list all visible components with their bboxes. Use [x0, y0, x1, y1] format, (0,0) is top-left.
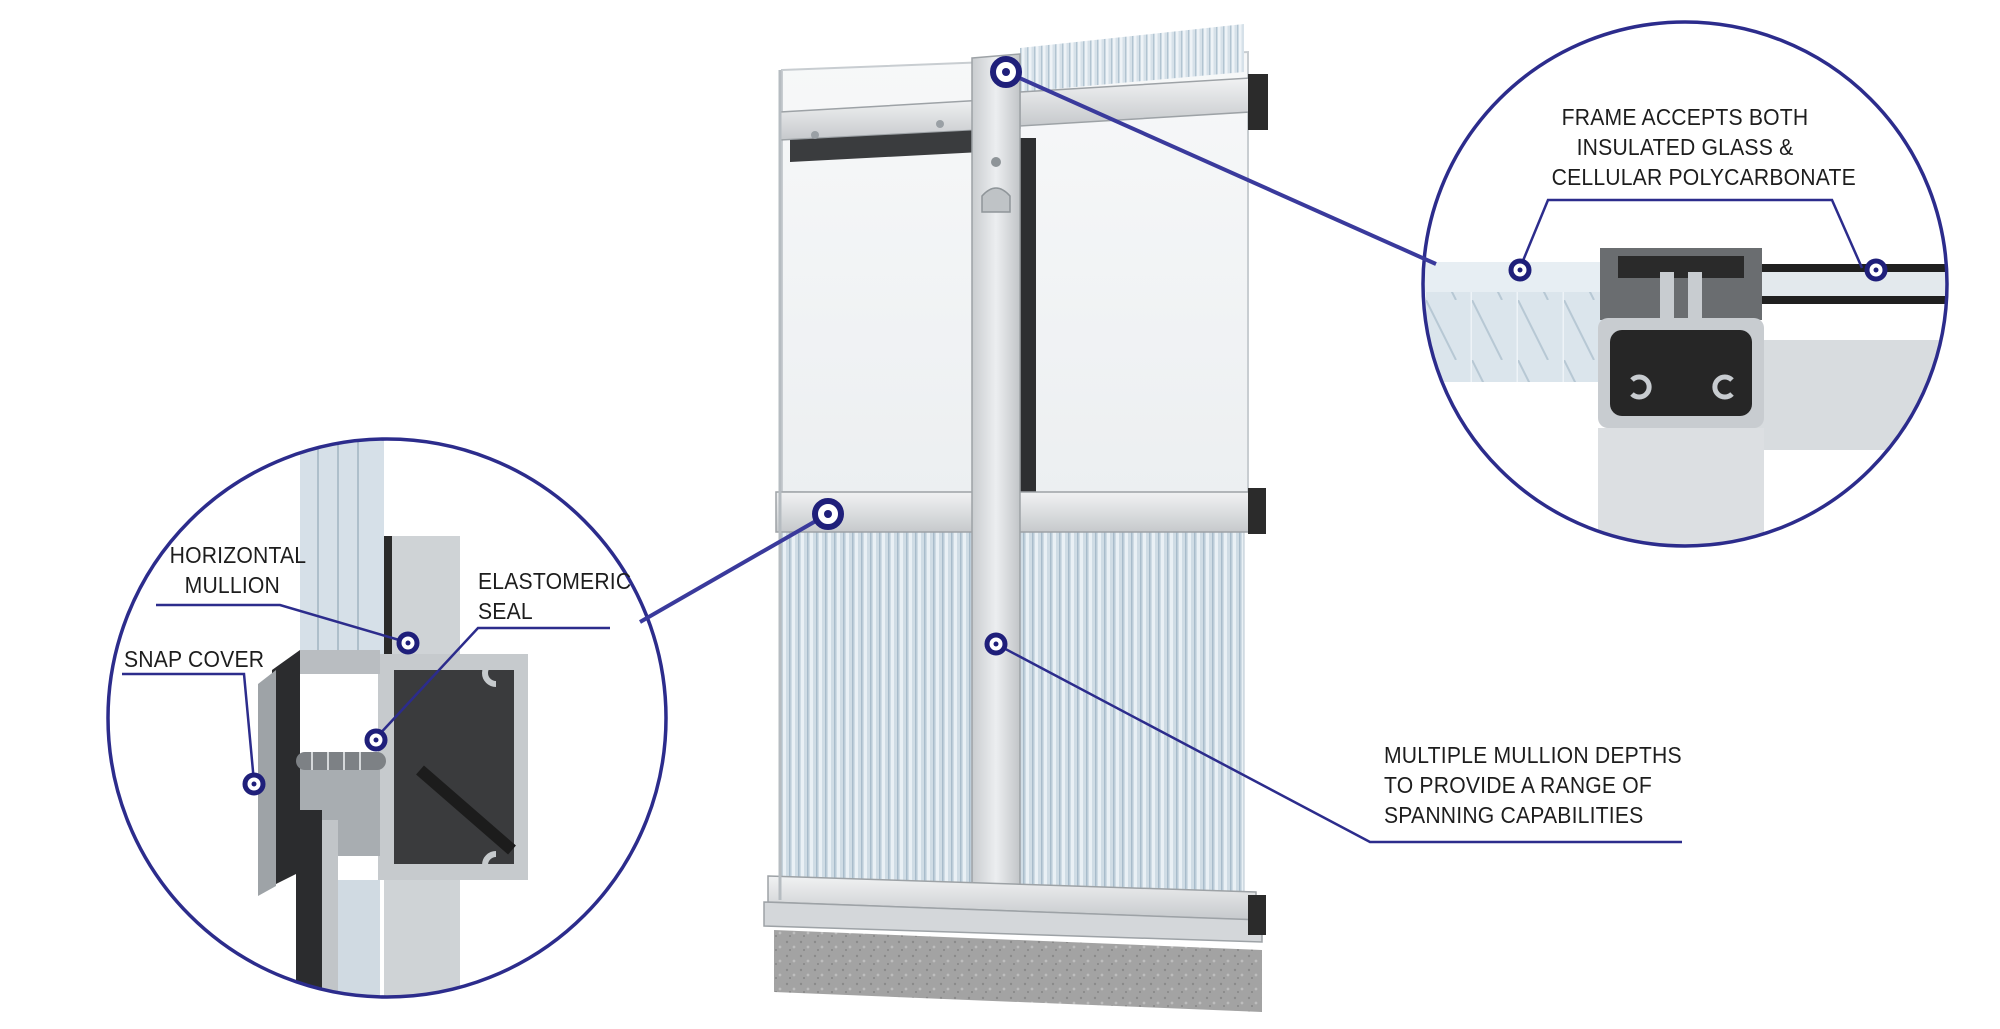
leader-polycarbonate [1518, 198, 1864, 269]
leader-to-mullion-detail [639, 512, 829, 624]
polycarbonate-panel-right [1019, 527, 1245, 894]
pressure-plate [300, 650, 380, 674]
marker-glass-dot [1873, 267, 1879, 273]
mullion-depths-line-2: TO PROVIDE A RANGE OF [1384, 772, 1653, 798]
marker-middle-rail-dot [824, 510, 832, 518]
horizontal-mullion-line-2: MULLION [184, 572, 280, 598]
pressure-plate [1618, 256, 1744, 278]
polycarbonate-top-strip [1020, 24, 1244, 92]
mullion-clip [981, 187, 1011, 213]
mullion-depths-line-3: SPANNING CAPABILITIES [1384, 802, 1644, 828]
mullion-tube-interior [1610, 330, 1752, 416]
elastomeric-seal-label: ELASTOMERIC SEAL [478, 566, 631, 626]
marker-polycarbonate-dot [1517, 267, 1523, 273]
marker-frame-top-dot [1002, 68, 1010, 76]
middle-rail-end-cap [1248, 488, 1266, 534]
mullion-web [1660, 272, 1674, 324]
marker-elastomeric-seal-dot [373, 737, 379, 743]
screw-boss [482, 851, 497, 879]
frame-callout-line-1: FRAME ACCEPTS BOTH [1561, 104, 1809, 130]
marker-horizontal-mullion-dot [405, 640, 411, 646]
leader-to-frame-detail [1005, 70, 1437, 266]
horizontal-mullion-label: HORIZONTAL MULLION [169, 540, 307, 600]
top-rail-end-cap [1248, 74, 1268, 130]
leader-mullion-depths [995, 642, 1682, 844]
leader-snap-cover [122, 672, 256, 783]
concrete-curb [774, 930, 1262, 1012]
seal-bead [416, 765, 516, 855]
screw-boss [482, 659, 497, 687]
top-rail-shadow [790, 128, 1020, 162]
lower-frame-inner [322, 820, 338, 997]
insulated-glass-pane [1760, 272, 1947, 296]
detail-circle-outline [106, 437, 668, 999]
marker-snap-cover-dot [251, 781, 257, 787]
sill-flashing [763, 901, 1263, 943]
elastomeric-seal-line-1: ELASTOMERIC [478, 568, 632, 594]
elastomeric-seal-line-2: SEAL [478, 598, 533, 624]
frame-callout-line-3: CELLULAR POLYCARBONATE [1551, 164, 1856, 190]
snap-cover-line-1: SNAP COVER [124, 646, 265, 672]
frame-detail-callout [1421, 20, 1949, 548]
leader-elastomeric-seal [375, 626, 610, 739]
insulated-glass-edge [1760, 296, 1947, 304]
polycarbonate-panel-left [781, 529, 976, 886]
snap-cover-profile [272, 650, 300, 886]
back-plate-edge [384, 536, 392, 656]
detail-circle-outline [1421, 20, 1949, 548]
curtain-wall-section [763, 24, 1268, 1012]
mullion-detail-callout [106, 437, 668, 999]
lower-frame [296, 810, 322, 997]
mullion-depths-line-1: MULTIPLE MULLION DEPTHS [1384, 742, 1682, 768]
mullion-depths-label: MULTIPLE MULLION DEPTHS TO PROVIDE A RAN… [1384, 740, 1682, 830]
screw-boss [1630, 374, 1652, 400]
frame-callout-label: FRAME ACCEPTS BOTH INSULATED GLASS & CEL… [1551, 102, 1856, 192]
marker-vertical-mullion-dot [993, 641, 999, 647]
insulated-glass-edge [1760, 264, 1947, 272]
sill-end-cap [1248, 895, 1266, 935]
frame-callout-line-2: INSULATED GLASS & [1576, 134, 1794, 160]
horizontal-mullion-line-1: HORIZONTAL [169, 542, 307, 568]
fastener [991, 157, 1001, 167]
snap-cover-face [258, 670, 276, 896]
mullion-body-lower [1598, 428, 1764, 546]
fastener-bolt [296, 752, 386, 770]
snap-cover-label: SNAP COVER [124, 644, 264, 674]
mullion-web [1688, 272, 1702, 324]
vertical-mullion [971, 53, 1021, 919]
fastener [811, 131, 819, 139]
screw-boss [1712, 374, 1734, 400]
leader-horizontal-mullion [156, 603, 407, 644]
fastener [936, 120, 944, 128]
